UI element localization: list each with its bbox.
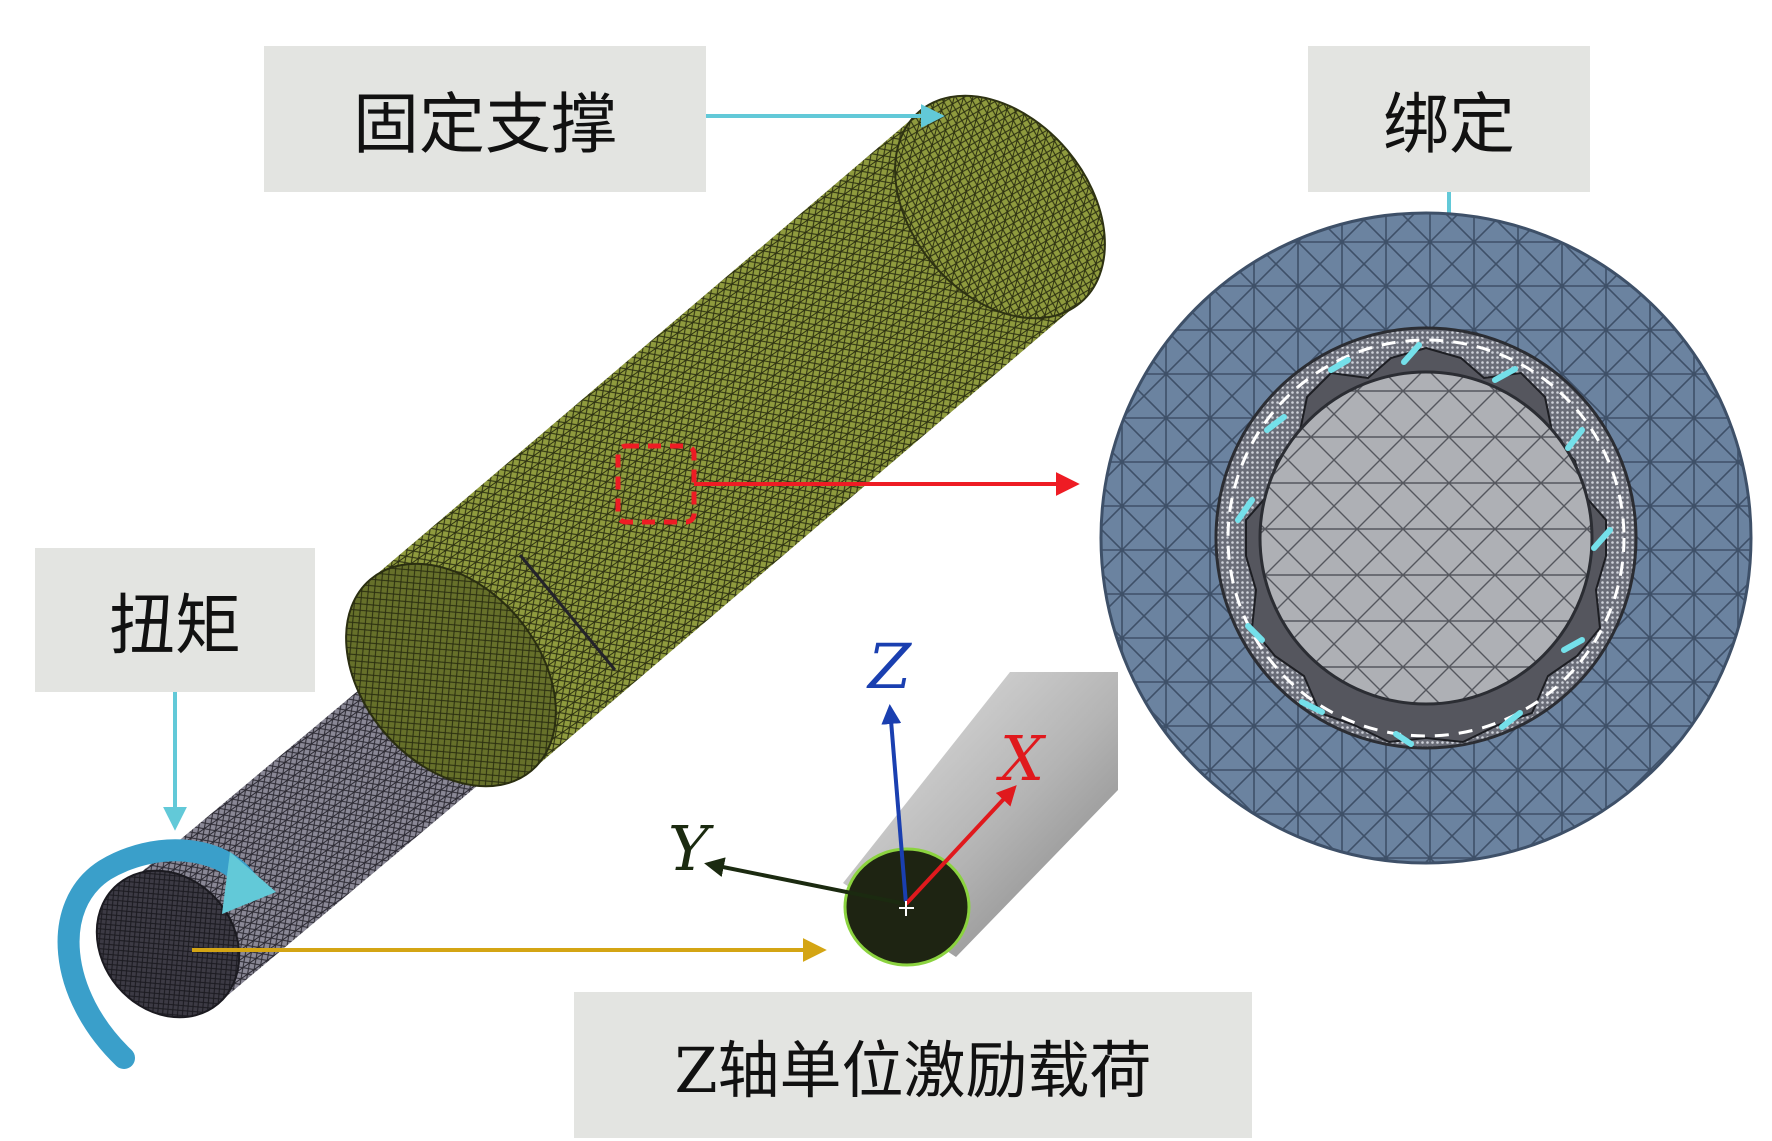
axis-z-arrow [881,704,908,905]
zoom-region-marker [615,443,697,525]
axis-x-label: X [1000,722,1045,795]
sleeve-mesh [345,94,1106,788]
load-coordinate-view [704,672,1118,967]
torque-label: 扭矩 [35,548,315,692]
unit-load-label: Z轴单位激励载荷 [574,992,1252,1138]
bonded-label: 绑定 [1308,46,1590,192]
fixed-support-label: 固定支撑 [264,46,706,192]
cross-section-view [1099,211,1753,865]
axis-z-label: Z [868,630,912,703]
axis-x-arrow [904,785,1017,906]
axis-y-label: Y [668,812,709,885]
torque-rotation-icon [57,839,276,1069]
axis-y-arrow [704,857,907,906]
